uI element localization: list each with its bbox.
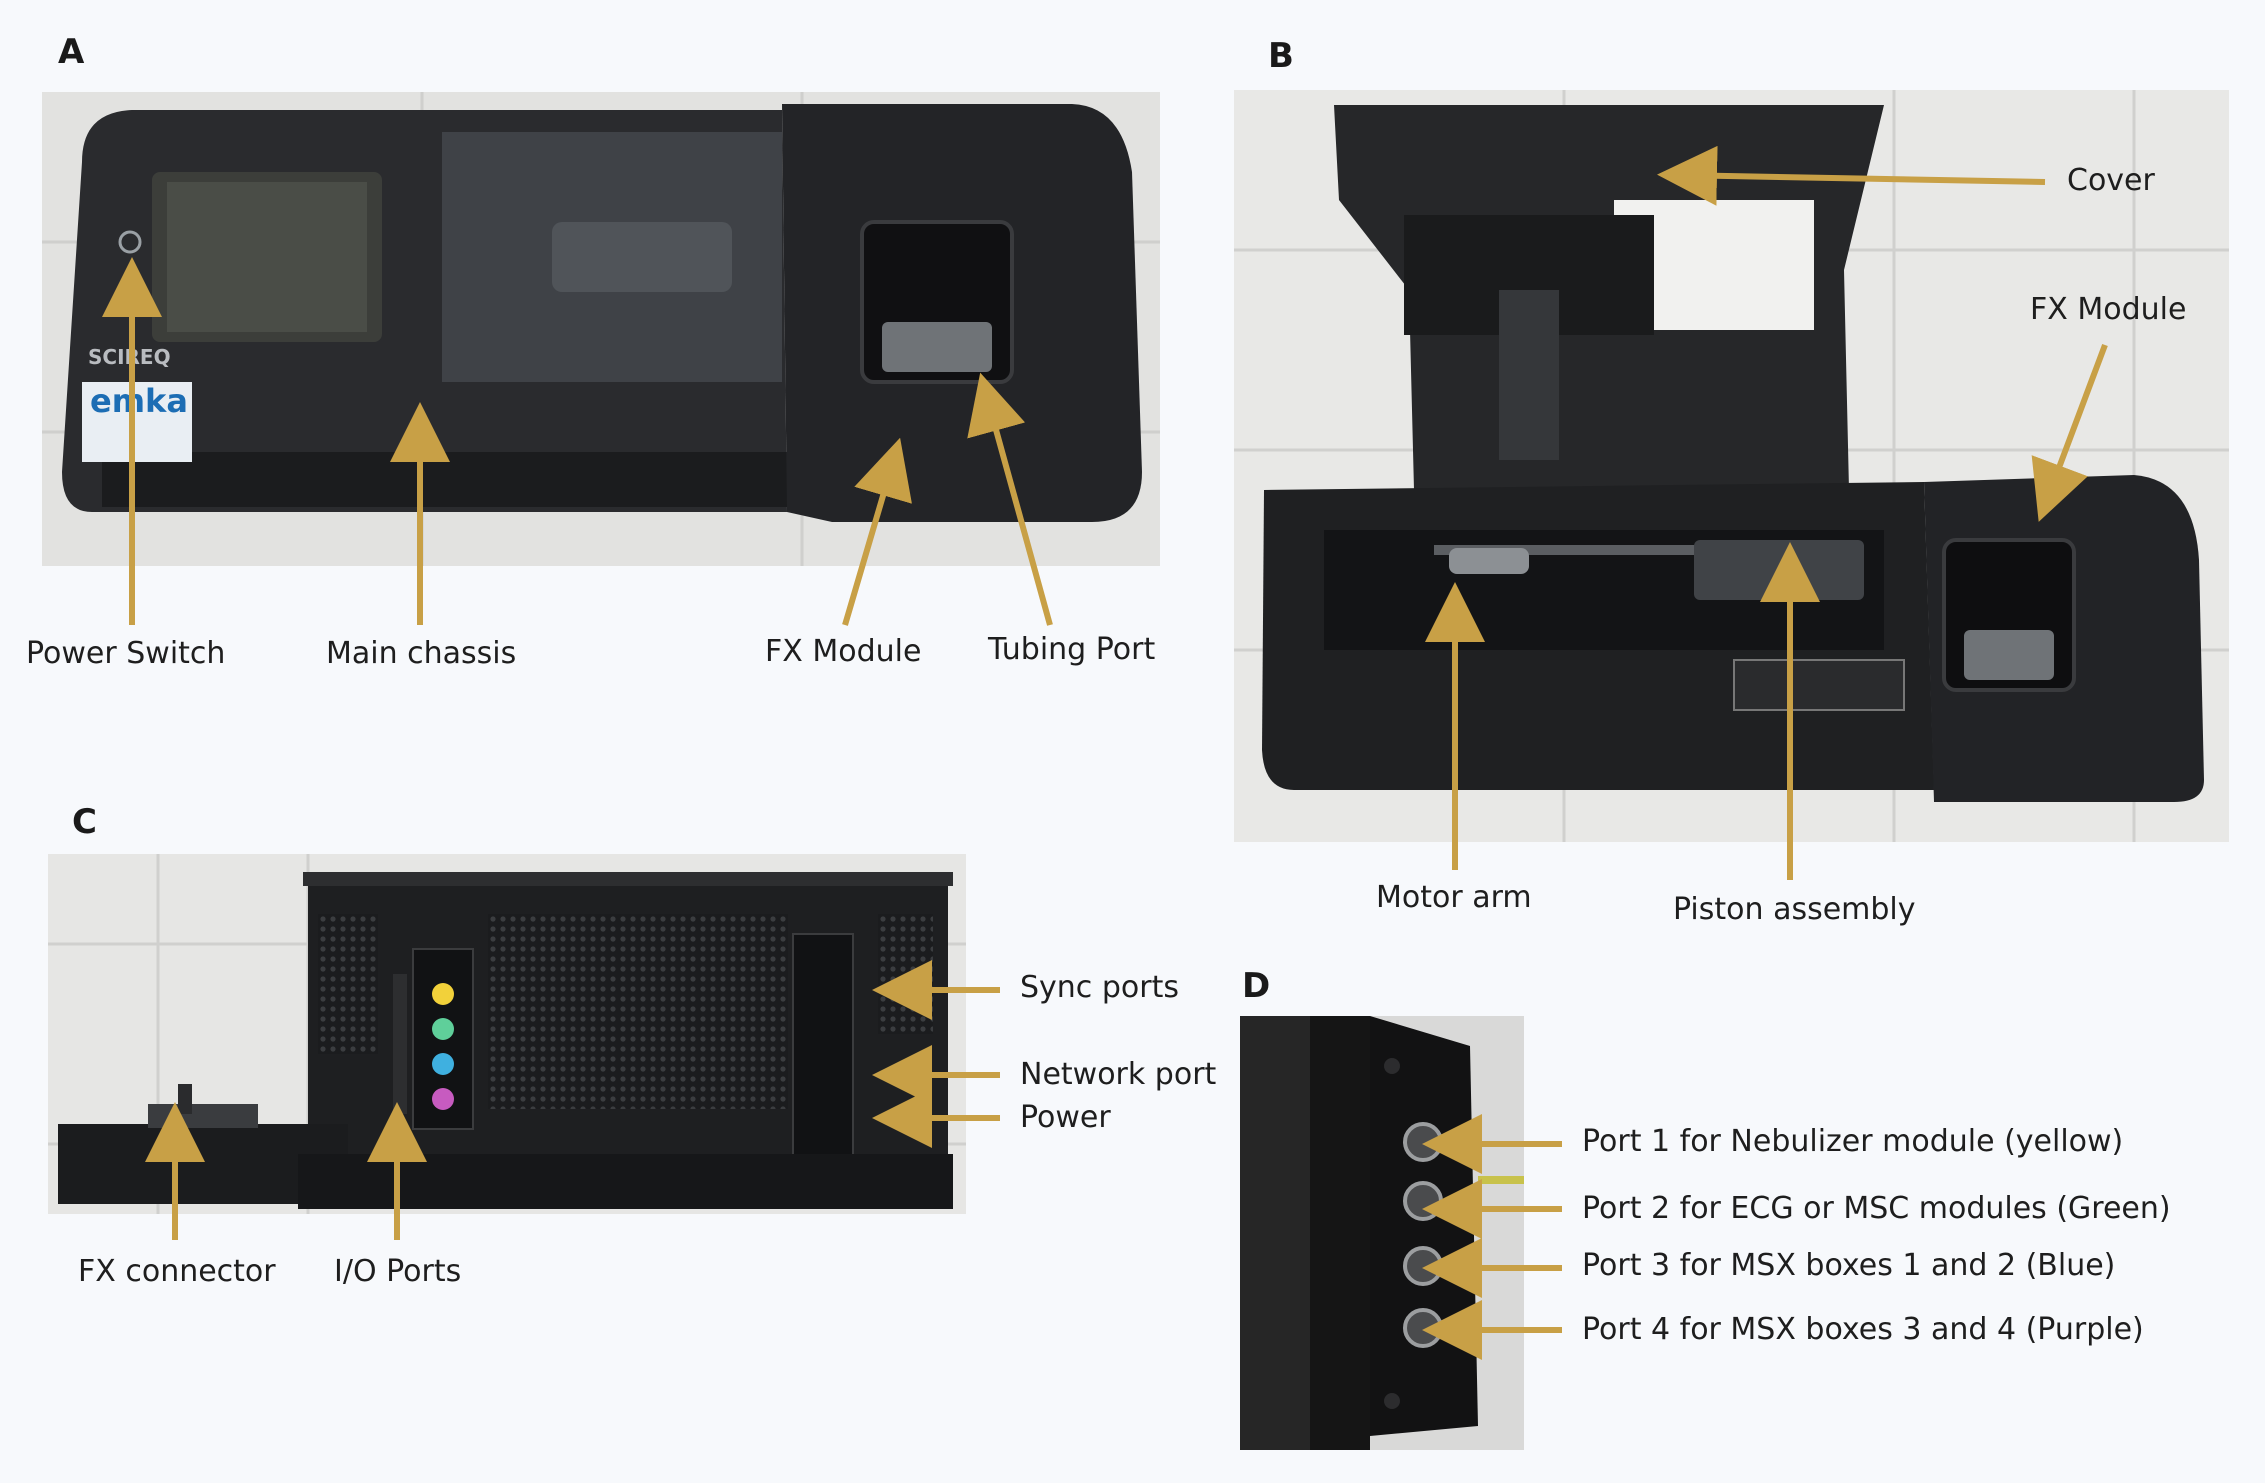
label-port1: Port 1 for Nebulizer module (yellow) <box>1582 1124 2124 1159</box>
label-port2: Port 2 for ECG or MSC modules (Green) <box>1582 1191 2171 1226</box>
label-power: Power <box>1020 1100 1111 1135</box>
label-motor-arm: Motor arm <box>1376 880 1532 915</box>
label-sync-ports: Sync ports <box>1020 970 1179 1005</box>
label-main-chassis: Main chassis <box>326 636 517 671</box>
panel-a-letter: A <box>58 32 85 72</box>
panel-a-photo: SCIREQ emka <box>42 92 1160 566</box>
label-cover: Cover <box>2067 163 2155 198</box>
panel-d-letter: D <box>1242 966 1271 1006</box>
brand-text: SCIREQ <box>88 345 171 369</box>
label-fx-module-a: FX Module <box>765 634 922 669</box>
panel-d-photo <box>1240 1016 1524 1450</box>
label-network-port: Network port <box>1020 1057 1217 1092</box>
emka-logo: emka <box>90 382 188 420</box>
label-tubing-port: Tubing Port <box>988 632 1156 667</box>
label-fx-connector: FX connector <box>78 1254 276 1289</box>
panel-c-photo <box>48 854 966 1214</box>
label-port3: Port 3 for MSX boxes 1 and 2 (Blue) <box>1582 1248 2116 1283</box>
device-rear-illustration <box>48 854 966 1214</box>
port-closeup-illustration <box>1240 1016 1524 1450</box>
label-piston-assembly: Piston assembly <box>1673 892 1916 927</box>
panel-c-letter: C <box>72 802 97 842</box>
label-power-switch: Power Switch <box>26 636 226 671</box>
device-open-illustration <box>1234 90 2229 842</box>
label-io-ports: I/O Ports <box>334 1254 462 1289</box>
label-fx-module-b: FX Module <box>2030 292 2187 327</box>
panel-b-photo <box>1234 90 2229 842</box>
label-port4: Port 4 for MSX boxes 3 and 4 (Purple) <box>1582 1312 2144 1347</box>
panel-b-letter: B <box>1268 36 1294 76</box>
device-front-illustration <box>42 92 1160 566</box>
